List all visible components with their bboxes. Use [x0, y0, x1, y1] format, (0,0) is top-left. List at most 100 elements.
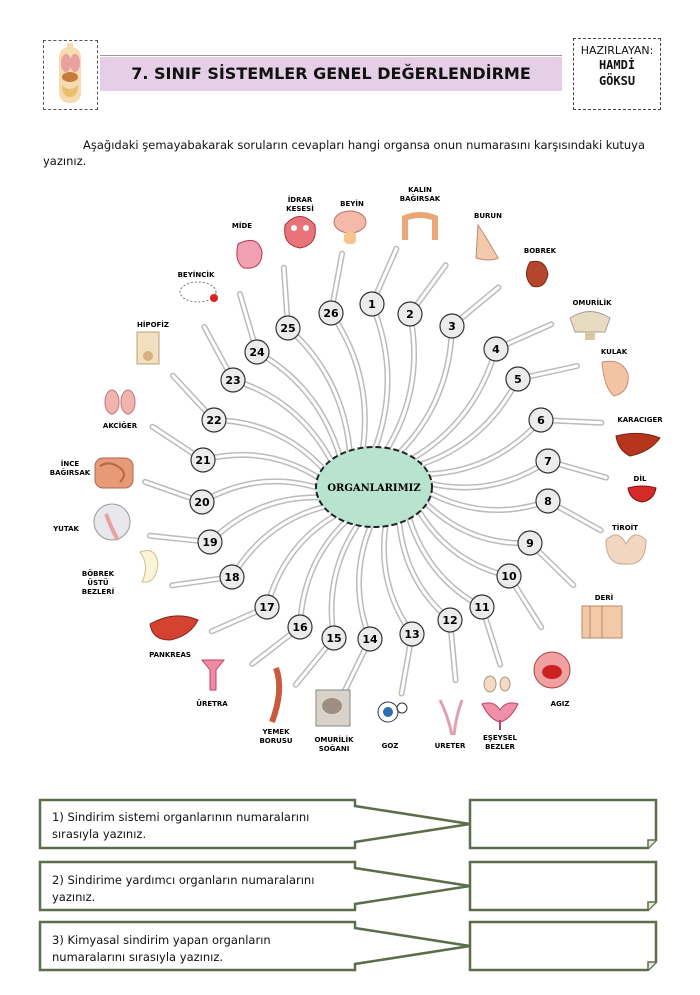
author-last-name: GÖKSU [598, 74, 636, 88]
number-label: 24 [249, 346, 265, 359]
number-circle-shape [287, 614, 313, 640]
number-circle-26: 26 [318, 300, 344, 326]
organs-diagram: 1234567891011121314151617181920212223242… [50, 186, 663, 753]
question-3-line1: 3) Kimyasal sindirim yapan organların [52, 933, 271, 947]
urethra-icon [200, 659, 226, 691]
number-label: 19 [202, 536, 217, 549]
number-label: 3 [448, 320, 456, 333]
organ-label-pharynx: YUTAK [52, 525, 79, 533]
question-1-line1: 1) Sindirim sistemi organlarının numaral… [52, 810, 310, 824]
organ-label-adrenal-2: ÜSTÜ [87, 578, 109, 587]
tongue-icon [627, 485, 657, 503]
question-area [38, 798, 658, 972]
center-label: ORGANLARIMIZ [327, 483, 420, 494]
number-circle-25: 25 [275, 315, 301, 341]
number-circle-10: 10 [496, 563, 522, 589]
number-circle-shape [517, 530, 543, 556]
number-label: 7 [544, 455, 552, 468]
number-circle-1: 1 [359, 291, 385, 317]
number-circle-11: 11 [469, 594, 495, 620]
instruction-text: Aşağıdaki şemayabakarak soruların cevapl… [43, 138, 646, 168]
question-arrow-3 [38, 920, 471, 972]
organ-label-pancreas: PANKREAS [149, 651, 191, 659]
author-first-name: HAMDİ [598, 58, 636, 72]
number-circle-shape [397, 301, 423, 327]
number-label: 20 [194, 496, 210, 509]
number-circle-shape [244, 339, 270, 365]
number-label: 10 [501, 570, 517, 583]
number-label: 2 [406, 308, 414, 321]
organ-label-lungs: AKCİĞER [103, 421, 138, 430]
spiral-arm-inner-1 [370, 247, 398, 455]
number-circle-shape [357, 626, 383, 652]
organ-label-brain: BEYİN [340, 199, 364, 208]
header-body-icon [43, 40, 98, 110]
organ-label-reproductive-1: EŞEYSEL [483, 734, 517, 742]
organ-label-adrenal-1: BÖBREK [82, 569, 115, 578]
adrenal-gland-icon [139, 550, 159, 583]
number-label: 14 [362, 633, 378, 646]
answer-box-fold-1 [647, 839, 656, 848]
question-arrow-1 [38, 798, 471, 850]
pancreas-icon [149, 615, 199, 641]
author-box: HAZIRLAYAN: HAMDİ GÖKSU [573, 38, 661, 110]
number-circle-shape [220, 367, 246, 393]
organ-label-pituitary: HİPOFİZ [137, 320, 169, 329]
number-circle-8: 8 [535, 488, 561, 514]
organ-label-eye: GOZ [382, 742, 399, 750]
question-1: 1) Sindirim sistemi organlarının numaral… [52, 809, 352, 843]
organ-label-bladder-2: KESESİ [286, 204, 314, 213]
center-ellipse [315, 446, 433, 528]
number-circle-17: 17 [254, 594, 280, 620]
number-circle-16: 16 [287, 614, 313, 640]
question-2-line2: yazınız. [52, 890, 96, 904]
thyroid-icon [605, 534, 647, 565]
organ-label-ear: KULAK [601, 348, 628, 356]
number-label: 9 [526, 537, 534, 550]
stomach-icon [236, 239, 263, 269]
answer-box-fold-2 [647, 901, 656, 910]
medulla-icon [315, 689, 351, 727]
number-circle-15: 15 [321, 625, 347, 651]
answer-box-2[interactable] [468, 860, 658, 912]
organ-label-cerebellum: BEYİNCİK [178, 270, 215, 279]
number-circle-6: 6 [528, 407, 554, 433]
number-circle-9: 9 [517, 530, 543, 556]
question-3-line2: numaralarını sırasıyla yazınız. [52, 950, 224, 964]
number-circle-12: 12 [437, 607, 463, 633]
brain-icon [333, 210, 367, 244]
number-circles: 1234567891011121314151617181920212223242… [189, 291, 561, 652]
number-circle-shape [189, 489, 215, 515]
organ-label-stomach: MİDE [232, 221, 252, 230]
number-circle-shape [359, 291, 385, 317]
number-label: 4 [492, 343, 500, 356]
skin-icon [581, 605, 623, 639]
answer-box-1[interactable] [468, 798, 658, 850]
organ-label-tongue: DİL [634, 474, 647, 483]
number-circle-2: 2 [397, 301, 423, 327]
spiral-arm-inner-4 [405, 322, 553, 464]
number-circle-shape [201, 407, 227, 433]
number-label: 6 [537, 414, 545, 427]
cerebellum-icon [179, 281, 218, 303]
organ-label-esophagus-2: BORUSU [259, 737, 292, 745]
number-circle-shape [275, 315, 301, 341]
number-circle-shape [437, 607, 463, 633]
number-circle-shape [439, 313, 465, 339]
number-circle-22: 22 [201, 407, 227, 433]
spiral-arm-inner-25 [282, 266, 352, 459]
number-circle-shape [197, 529, 223, 555]
answer-box-3[interactable] [468, 920, 658, 972]
number-label: 5 [514, 373, 522, 386]
number-circle-shape [219, 564, 245, 590]
number-label: 1 [368, 298, 376, 311]
eye-icon [377, 701, 408, 723]
question-2: 2) Sindirime yardımcı organların numaral… [52, 872, 352, 906]
number-label: 8 [544, 495, 552, 508]
number-circle-shape [254, 594, 280, 620]
number-label: 18 [224, 571, 239, 584]
spiral-arm-inner-21 [151, 425, 327, 484]
organ-label-medulla-1: OMURİLİK [314, 735, 354, 744]
number-circle-5: 5 [505, 366, 531, 392]
nose-icon [475, 223, 499, 261]
